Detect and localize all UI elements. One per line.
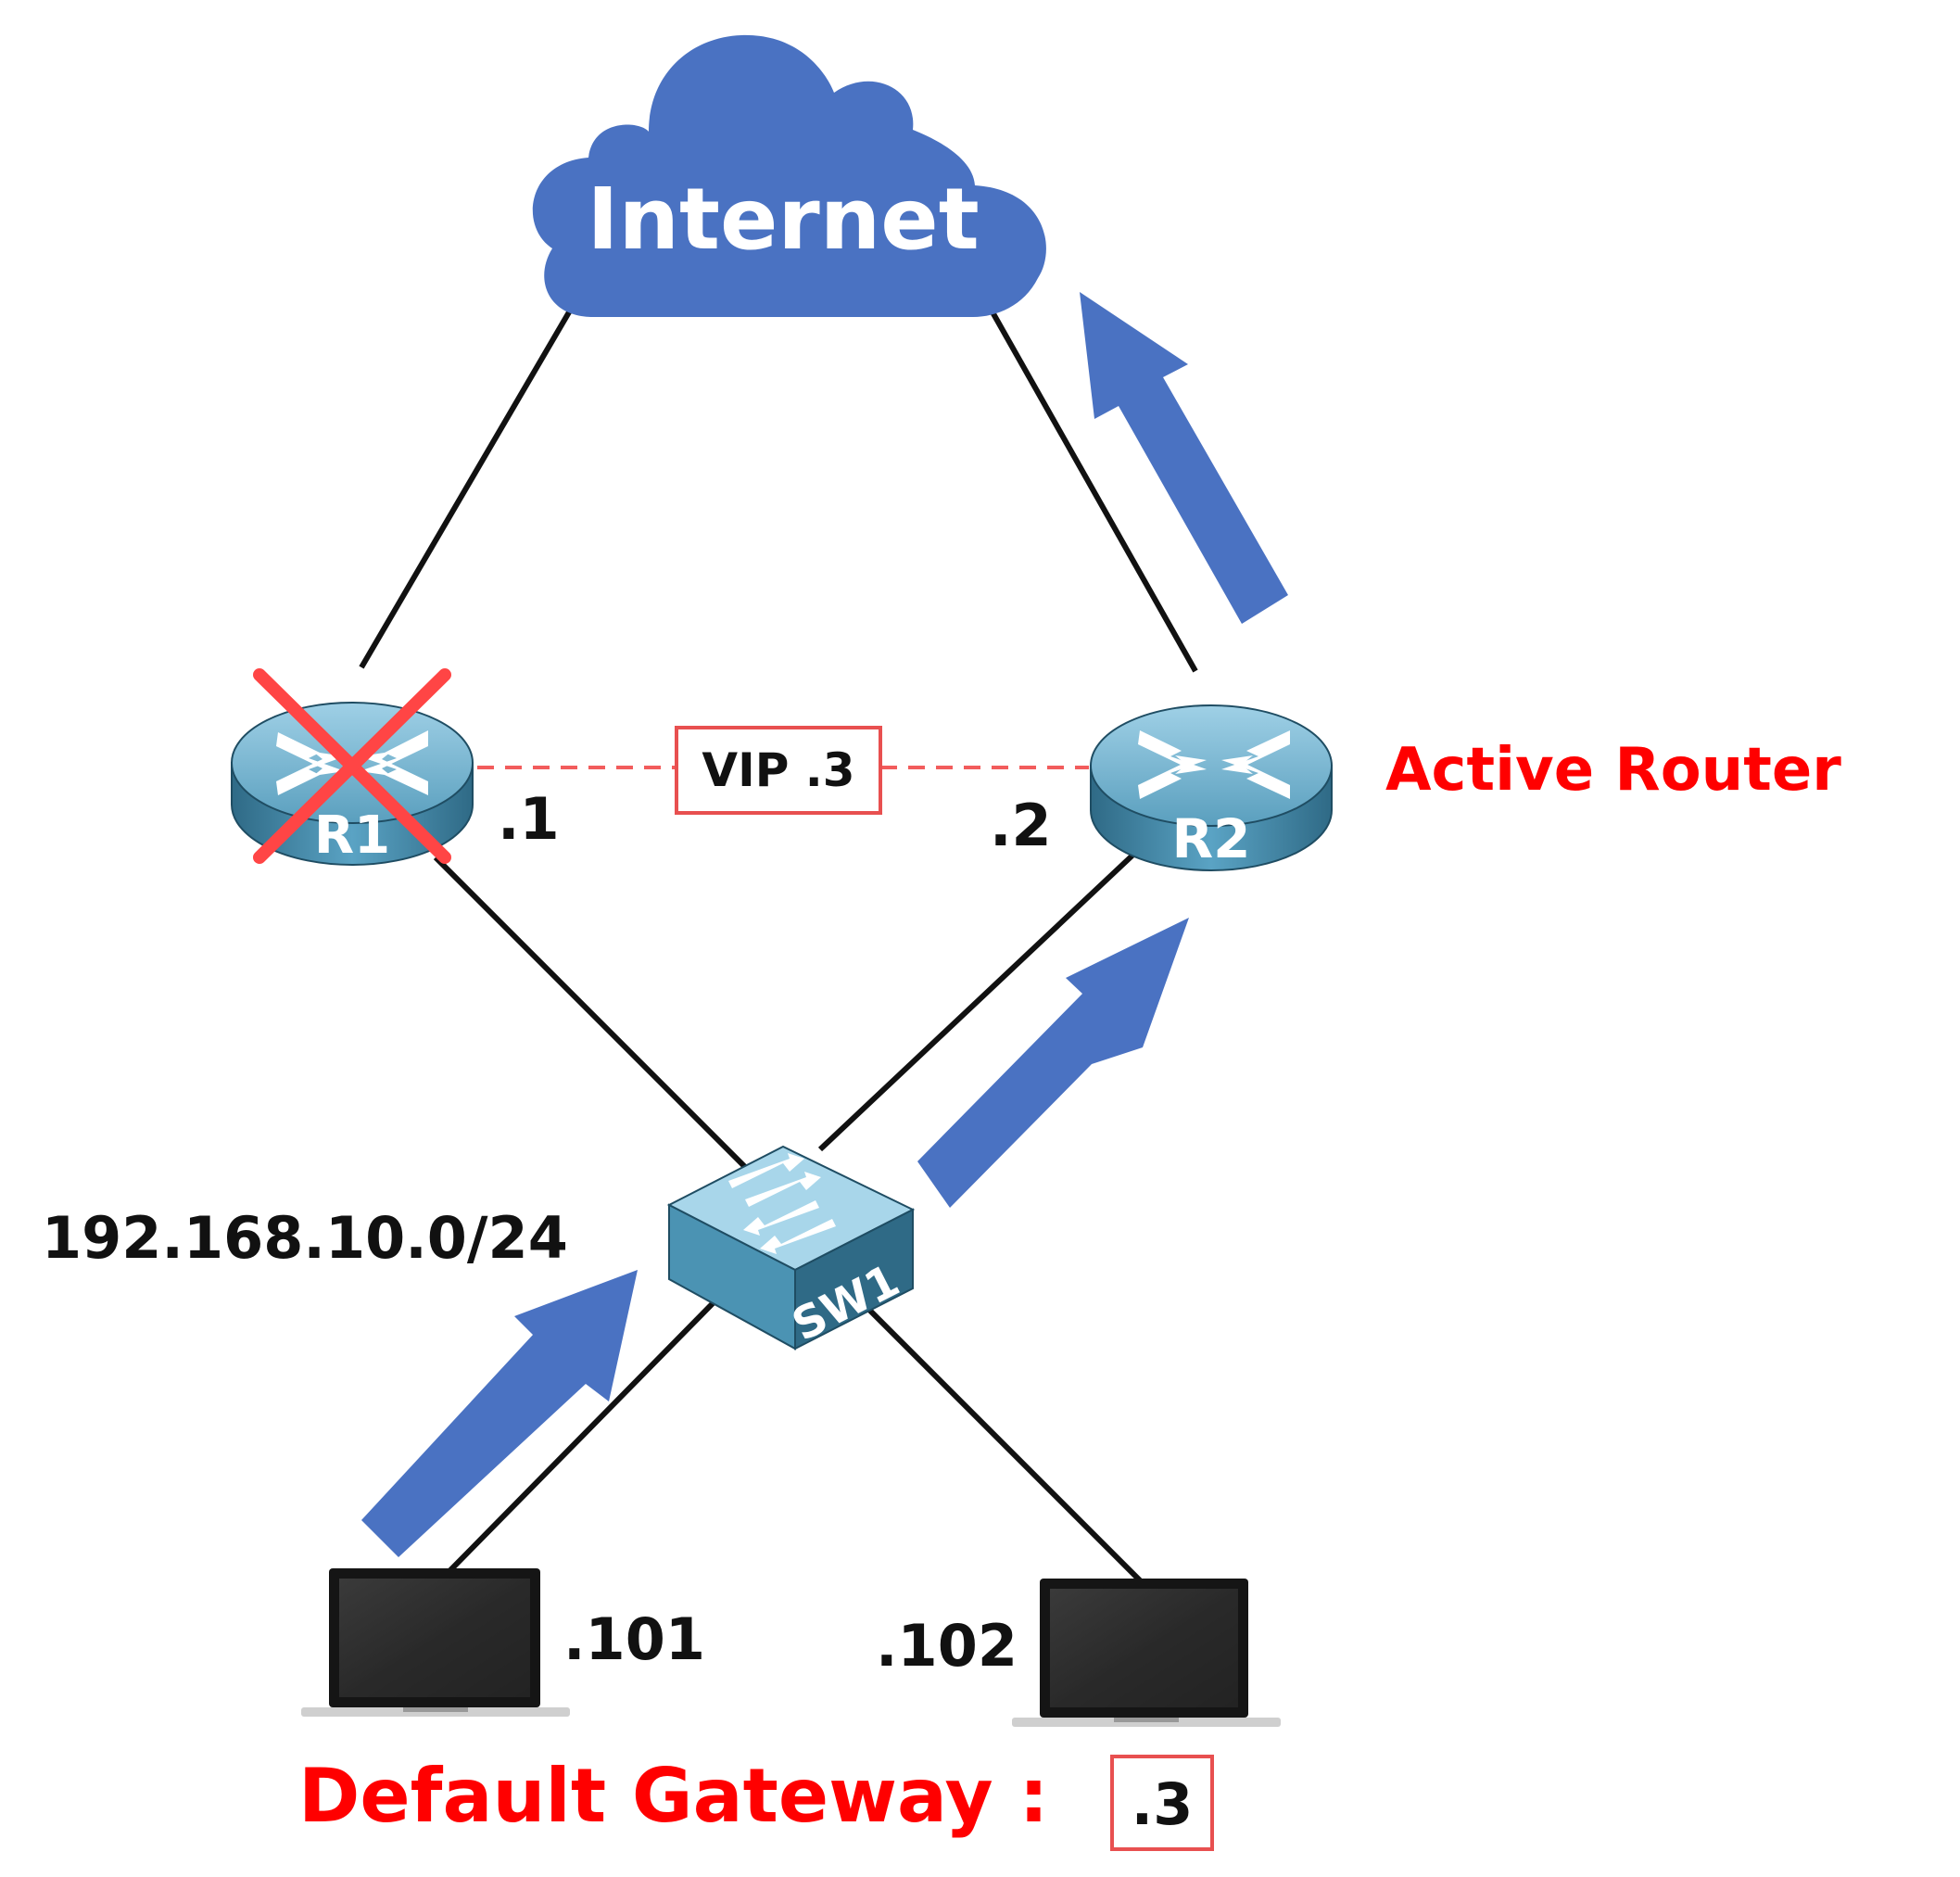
link-sw1-pc2	[854, 1295, 1143, 1583]
internet-cloud: Internet	[532, 34, 1046, 317]
arrow-up-icon	[1080, 292, 1288, 624]
links	[359, 293, 1198, 1583]
laptop-pc2	[1012, 1579, 1281, 1727]
pc2-ip: .102	[876, 1612, 1018, 1680]
switch-sw1: SW1	[666, 1145, 916, 1351]
link-r1-sw1	[433, 855, 753, 1175]
subnet-label: 192.168.10.0/24	[42, 1204, 568, 1272]
link-internet-r2	[989, 309, 1198, 673]
default-gateway-box	[1110, 1755, 1214, 1851]
cloud-icon	[532, 34, 1046, 317]
vip-label: VIP .3	[702, 743, 854, 797]
link-r2-sw1	[817, 850, 1138, 1152]
router-r1: R1	[231, 668, 474, 866]
traffic-arrows	[361, 292, 1288, 1557]
arrow-up-right-icon	[361, 1270, 638, 1557]
active-router-label: Active Router	[1385, 736, 1841, 805]
default-gateway-label: Default Gateway :	[298, 1753, 1049, 1839]
link-sw1-pc1	[447, 1290, 726, 1574]
laptop-pc1	[301, 1568, 570, 1717]
vip-box: VIP .3	[675, 726, 882, 815]
cloud-label: Internet	[587, 170, 979, 269]
router-r2-ip: .2	[990, 792, 1052, 859]
default-gateway-value: .3	[1132, 1770, 1194, 1838]
router-r2: R2	[1090, 704, 1333, 871]
router-r1-label: R1	[314, 805, 390, 866]
pc1-ip: .101	[563, 1605, 705, 1673]
link-internet-r1	[359, 293, 582, 669]
router-r2-label: R2	[1171, 807, 1250, 870]
router-r1-ip: .1	[498, 785, 560, 853]
failed-cross-icon	[253, 668, 451, 864]
arrow-up-right-icon	[917, 918, 1189, 1208]
